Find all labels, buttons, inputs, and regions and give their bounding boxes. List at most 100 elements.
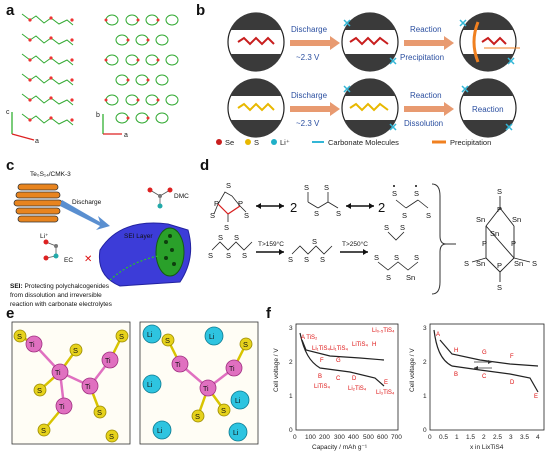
c-ec-molecule: Li⁺ EC ✕ <box>40 233 92 265</box>
svg-text:200: 200 <box>319 434 330 441</box>
svg-text:SEI: Protecting polychalcogeni: SEI: Protecting polychalcogenides <box>10 283 110 290</box>
c-sei-text2: from dissolution and irreversible <box>10 292 102 299</box>
f-right-direction-arrows <box>474 360 492 370</box>
svg-text:A: A <box>436 332 440 338</box>
svg-text:S: S <box>37 386 42 395</box>
d-double-arrow-2: 2 <box>346 200 385 215</box>
svg-text:H: H <box>372 342 376 348</box>
svg-text:Sn: Sn <box>476 215 485 224</box>
b-row2-state2 <box>341 78 399 138</box>
f-left-annotations: A TiS₂ Li₁TiS₄ Li₁TiS₄ G LiTiS₄ Li₀.₅TiS… <box>301 328 395 396</box>
b-legend: Se S Li⁺ Carbonate Molecules Precipitati… <box>216 138 491 147</box>
panel-d: d S S S S P P 2 S S S <box>200 157 537 295</box>
svg-text:500: 500 <box>363 434 374 441</box>
svg-text:1.5: 1.5 <box>466 434 475 441</box>
svg-text:C: C <box>336 376 341 382</box>
svg-text:0: 0 <box>293 434 297 441</box>
b-arrow2: Reaction Precipitation <box>400 25 454 62</box>
svg-text:F: F <box>320 358 324 364</box>
c-sei-bold: SEI: <box>10 283 23 290</box>
svg-text:S: S <box>73 346 78 355</box>
svg-text:S: S <box>497 283 502 292</box>
panel-c: c Te₀S₁₄/CMK-3 Discharge DMC SEI Layer <box>6 157 192 308</box>
svg-text:Ti: Ti <box>85 384 91 391</box>
f-left-ylabel: Cell voltage / V <box>273 348 280 392</box>
panel-label-d: d <box>200 157 209 174</box>
svg-text:Li: Li <box>147 382 153 389</box>
b-discharge-1: Discharge <box>291 25 328 34</box>
b-row1-state3 <box>459 12 520 72</box>
d-bracket <box>431 183 456 295</box>
svg-text:S: S <box>221 406 226 415</box>
svg-text:S: S <box>324 183 329 192</box>
c-sei-caption: SEI: Protecting polychalcogenides from d… <box>10 283 113 308</box>
svg-text:A TiS₂: A TiS₂ <box>301 335 318 341</box>
svg-text:S: S <box>195 412 200 421</box>
svg-text:2: 2 <box>482 434 486 441</box>
svg-text:S: S <box>414 189 419 198</box>
d-temp-159: T>159°C <box>258 240 284 248</box>
d-temp-250: T>250°C <box>342 240 368 248</box>
svg-text:Ti: Ti <box>203 386 209 393</box>
d-radical-fragment: S S S S <box>392 185 431 220</box>
svg-text:P: P <box>238 199 243 208</box>
svg-text:LiTiS₄: LiTiS₄ <box>314 384 330 390</box>
svg-text:Ti: Ti <box>55 370 61 377</box>
panel-a: a c a <box>6 2 182 145</box>
b-discharge-2: Discharge <box>291 91 328 100</box>
d-p2s5-fragment: S S S S <box>304 183 341 218</box>
axis-indicator-ba: b a <box>96 112 128 139</box>
svg-text:Li₁TiS₄: Li₁TiS₄ <box>330 346 348 352</box>
svg-text:0.5: 0.5 <box>439 434 448 441</box>
svg-text:Li₀.₅TiS₄: Li₀.₅TiS₄ <box>372 328 395 334</box>
svg-text:Ti: Ti <box>175 362 181 369</box>
svg-text:B: B <box>318 374 322 380</box>
svg-text:S: S <box>464 259 469 268</box>
b-row1-state2 <box>341 12 399 72</box>
c-material-label: Te₀S₁₄/CMK-3 <box>30 171 71 178</box>
svg-text:E: E <box>534 394 538 400</box>
svg-text:S: S <box>414 253 419 262</box>
svg-text:✕: ✕ <box>84 254 92 265</box>
axis-indicator-ca: c a <box>6 109 39 145</box>
svg-text:P: P <box>497 205 502 214</box>
svg-text:S: S <box>394 253 399 262</box>
f-right-charge-curve <box>439 339 539 367</box>
f-right-xlabel: x in LixTiS4 <box>470 444 504 451</box>
svg-text:S: S <box>374 253 379 262</box>
b-reaction-2: Reaction <box>410 91 442 100</box>
e-li-atom: Li <box>147 332 153 339</box>
d-coef-2a: 2 <box>290 200 297 215</box>
svg-text:LiTiS₄: LiTiS₄ <box>352 342 368 348</box>
b-arrow4: Reaction Dissolution <box>404 91 454 128</box>
d-chain-sn: S S S S <box>288 237 333 264</box>
legend-precipitation: Precipitation <box>450 138 491 147</box>
f-right-annotations: A H B G C F D E <box>436 332 538 400</box>
svg-text:Ti: Ti <box>59 404 65 411</box>
svg-text:0: 0 <box>428 434 432 441</box>
svg-text:3: 3 <box>289 325 293 332</box>
svg-text:100: 100 <box>305 434 316 441</box>
svg-text:S: S <box>218 233 223 242</box>
svg-text:3: 3 <box>423 325 427 332</box>
b-reaction-inner: Reaction <box>472 105 504 114</box>
svg-text:1: 1 <box>423 393 427 400</box>
f-right-ylabel: Cell voltage / V <box>409 348 416 392</box>
svg-text:Sn: Sn <box>512 215 521 224</box>
svg-text:D: D <box>510 380 515 386</box>
d-coef-2b: 2 <box>378 200 385 215</box>
f-left-charge-curve <box>301 339 385 361</box>
svg-text:E: E <box>384 380 388 386</box>
svg-text:S: S <box>532 259 537 268</box>
c-li-label: Li⁺ <box>40 233 49 240</box>
svg-text:Li: Li <box>233 430 239 437</box>
legend-carbonate: Carbonate Molecules <box>328 138 399 147</box>
svg-text:S: S <box>426 211 431 220</box>
svg-text:S: S <box>226 251 231 260</box>
svg-text:S: S <box>312 237 317 246</box>
svg-text:F: F <box>510 354 514 360</box>
svg-text:S: S <box>210 211 215 220</box>
c-discharge-label: Discharge <box>72 199 102 206</box>
svg-text:S: S <box>243 340 248 349</box>
svg-text:H: H <box>454 348 458 354</box>
